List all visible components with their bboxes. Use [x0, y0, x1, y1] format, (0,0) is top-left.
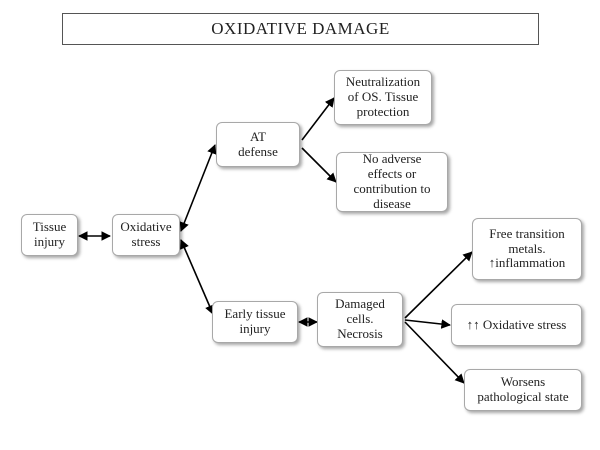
node-no-adverse-effects: No adverse effects or contribution to di… — [336, 151, 448, 212]
node-at-defense: AT defense — [216, 122, 300, 167]
connector-oxidative-stress-to-at-defense — [179, 144, 217, 232]
node-tissue-injury: Tissue injury — [21, 214, 78, 256]
connector-damaged-cells-to-free-metals — [404, 251, 473, 319]
node-oxidative-stress: Oxidative stress — [112, 214, 180, 256]
node-free-transition-metals: Free transition metals. ↑inflammation — [472, 218, 582, 280]
node-increased-oxidative-stress: ↑↑ Oxidative stress — [451, 304, 582, 346]
node-early-tissue-injury: Early tissue injury — [212, 301, 298, 343]
node-worsens-pathological-state: Worsens pathological state — [464, 369, 582, 411]
connector-at-defense-to-no-adverse — [301, 147, 337, 183]
connector-at-defense-to-neutralization — [301, 97, 335, 141]
connector-damaged-cells-to-worsens — [404, 321, 465, 384]
node-neutralization: Neutralization of OS. Tissue protection — [334, 70, 432, 125]
connector-damaged-cells-to-more-oxidative-stress — [404, 319, 451, 329]
connector-oxidative-stress-to-early-tissue-injury — [180, 239, 214, 315]
node-damaged-cells: Damaged cells. Necrosis — [317, 292, 403, 347]
diagram-title: OXIDATIVE DAMAGE — [62, 13, 539, 45]
